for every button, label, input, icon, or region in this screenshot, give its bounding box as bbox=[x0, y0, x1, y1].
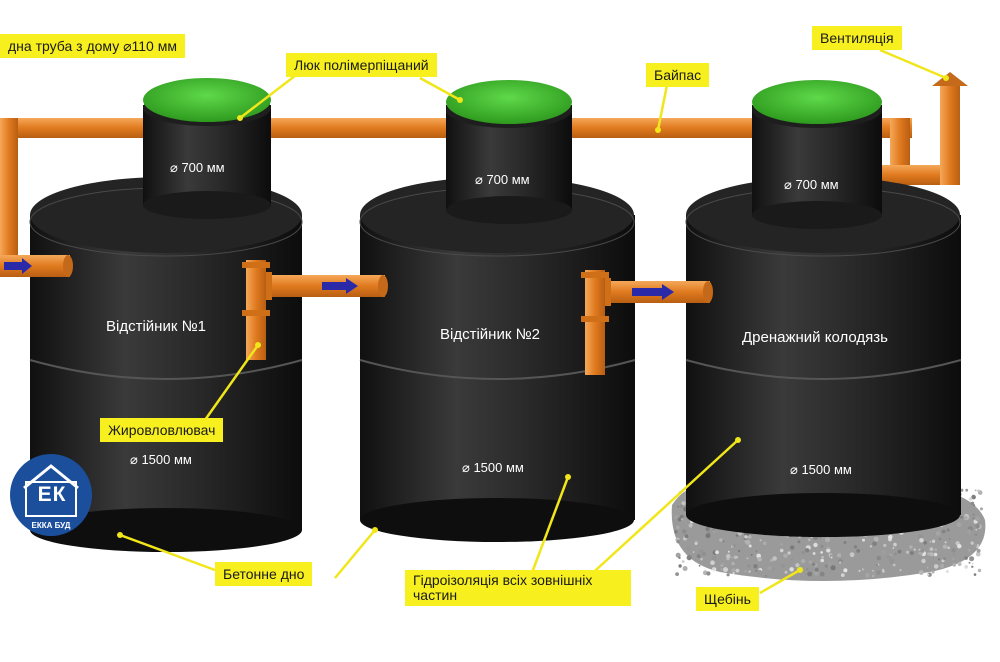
gravel-label: Щебінь bbox=[696, 587, 759, 611]
tank-1-body-diameter: ⌀ 1500 мм bbox=[130, 452, 192, 467]
flow-arrow-icon bbox=[322, 278, 358, 294]
tank-2-body-diameter: ⌀ 1500 мм bbox=[462, 460, 524, 475]
inlet-pipe bbox=[0, 255, 70, 277]
flow-arrow-icon bbox=[632, 284, 674, 300]
hatch-3 bbox=[752, 80, 882, 124]
tank-3-title: Дренажний колодязь bbox=[742, 329, 888, 346]
vent-cap-icon bbox=[932, 72, 968, 86]
waterproofing-label: Гідроізоляція всіх зовнішніх частин bbox=[405, 570, 631, 606]
hatch-2 bbox=[446, 80, 572, 124]
ekka-bud-logo bbox=[10, 454, 92, 536]
tank-3-body-diameter: ⌀ 1500 мм bbox=[790, 462, 852, 477]
vent-connector-pipe bbox=[890, 118, 910, 178]
tee-pipe-2 bbox=[585, 270, 605, 375]
tank-2 bbox=[359, 80, 636, 542]
logo-name: ЕККА БУД bbox=[31, 521, 71, 530]
callout-lines bbox=[119, 48, 947, 595]
flow-arrow-icon bbox=[4, 258, 32, 274]
vent-riser-pipe bbox=[940, 85, 960, 185]
concrete-bottom-label: Бетонне дно bbox=[215, 562, 313, 586]
hatch-1 bbox=[143, 78, 271, 122]
callout-dots bbox=[117, 75, 949, 573]
inlet-pipe-label: дна труба з дому ⌀110 мм bbox=[0, 34, 185, 58]
logo-letters: ЕК bbox=[37, 483, 67, 506]
grease-trap-label: Жировловлювач bbox=[100, 418, 224, 442]
tank-1-neck-diameter: ⌀ 700 мм bbox=[170, 160, 225, 175]
tank-2-title: Відстійник №2 bbox=[440, 326, 540, 343]
inlet-riser-pipe bbox=[0, 118, 18, 268]
bypass-label: Байпас bbox=[646, 63, 710, 87]
tank-3-neck-diameter: ⌀ 700 мм bbox=[784, 177, 839, 192]
tank-3 bbox=[685, 80, 962, 537]
tank-2-neck-diameter: ⌀ 700 мм bbox=[475, 172, 530, 187]
ventilation-label: Вентиляція bbox=[812, 26, 902, 50]
tank-1-title: Відстійник №1 bbox=[106, 318, 206, 335]
hatch-label: Люк полімерпіщаний bbox=[286, 53, 437, 77]
